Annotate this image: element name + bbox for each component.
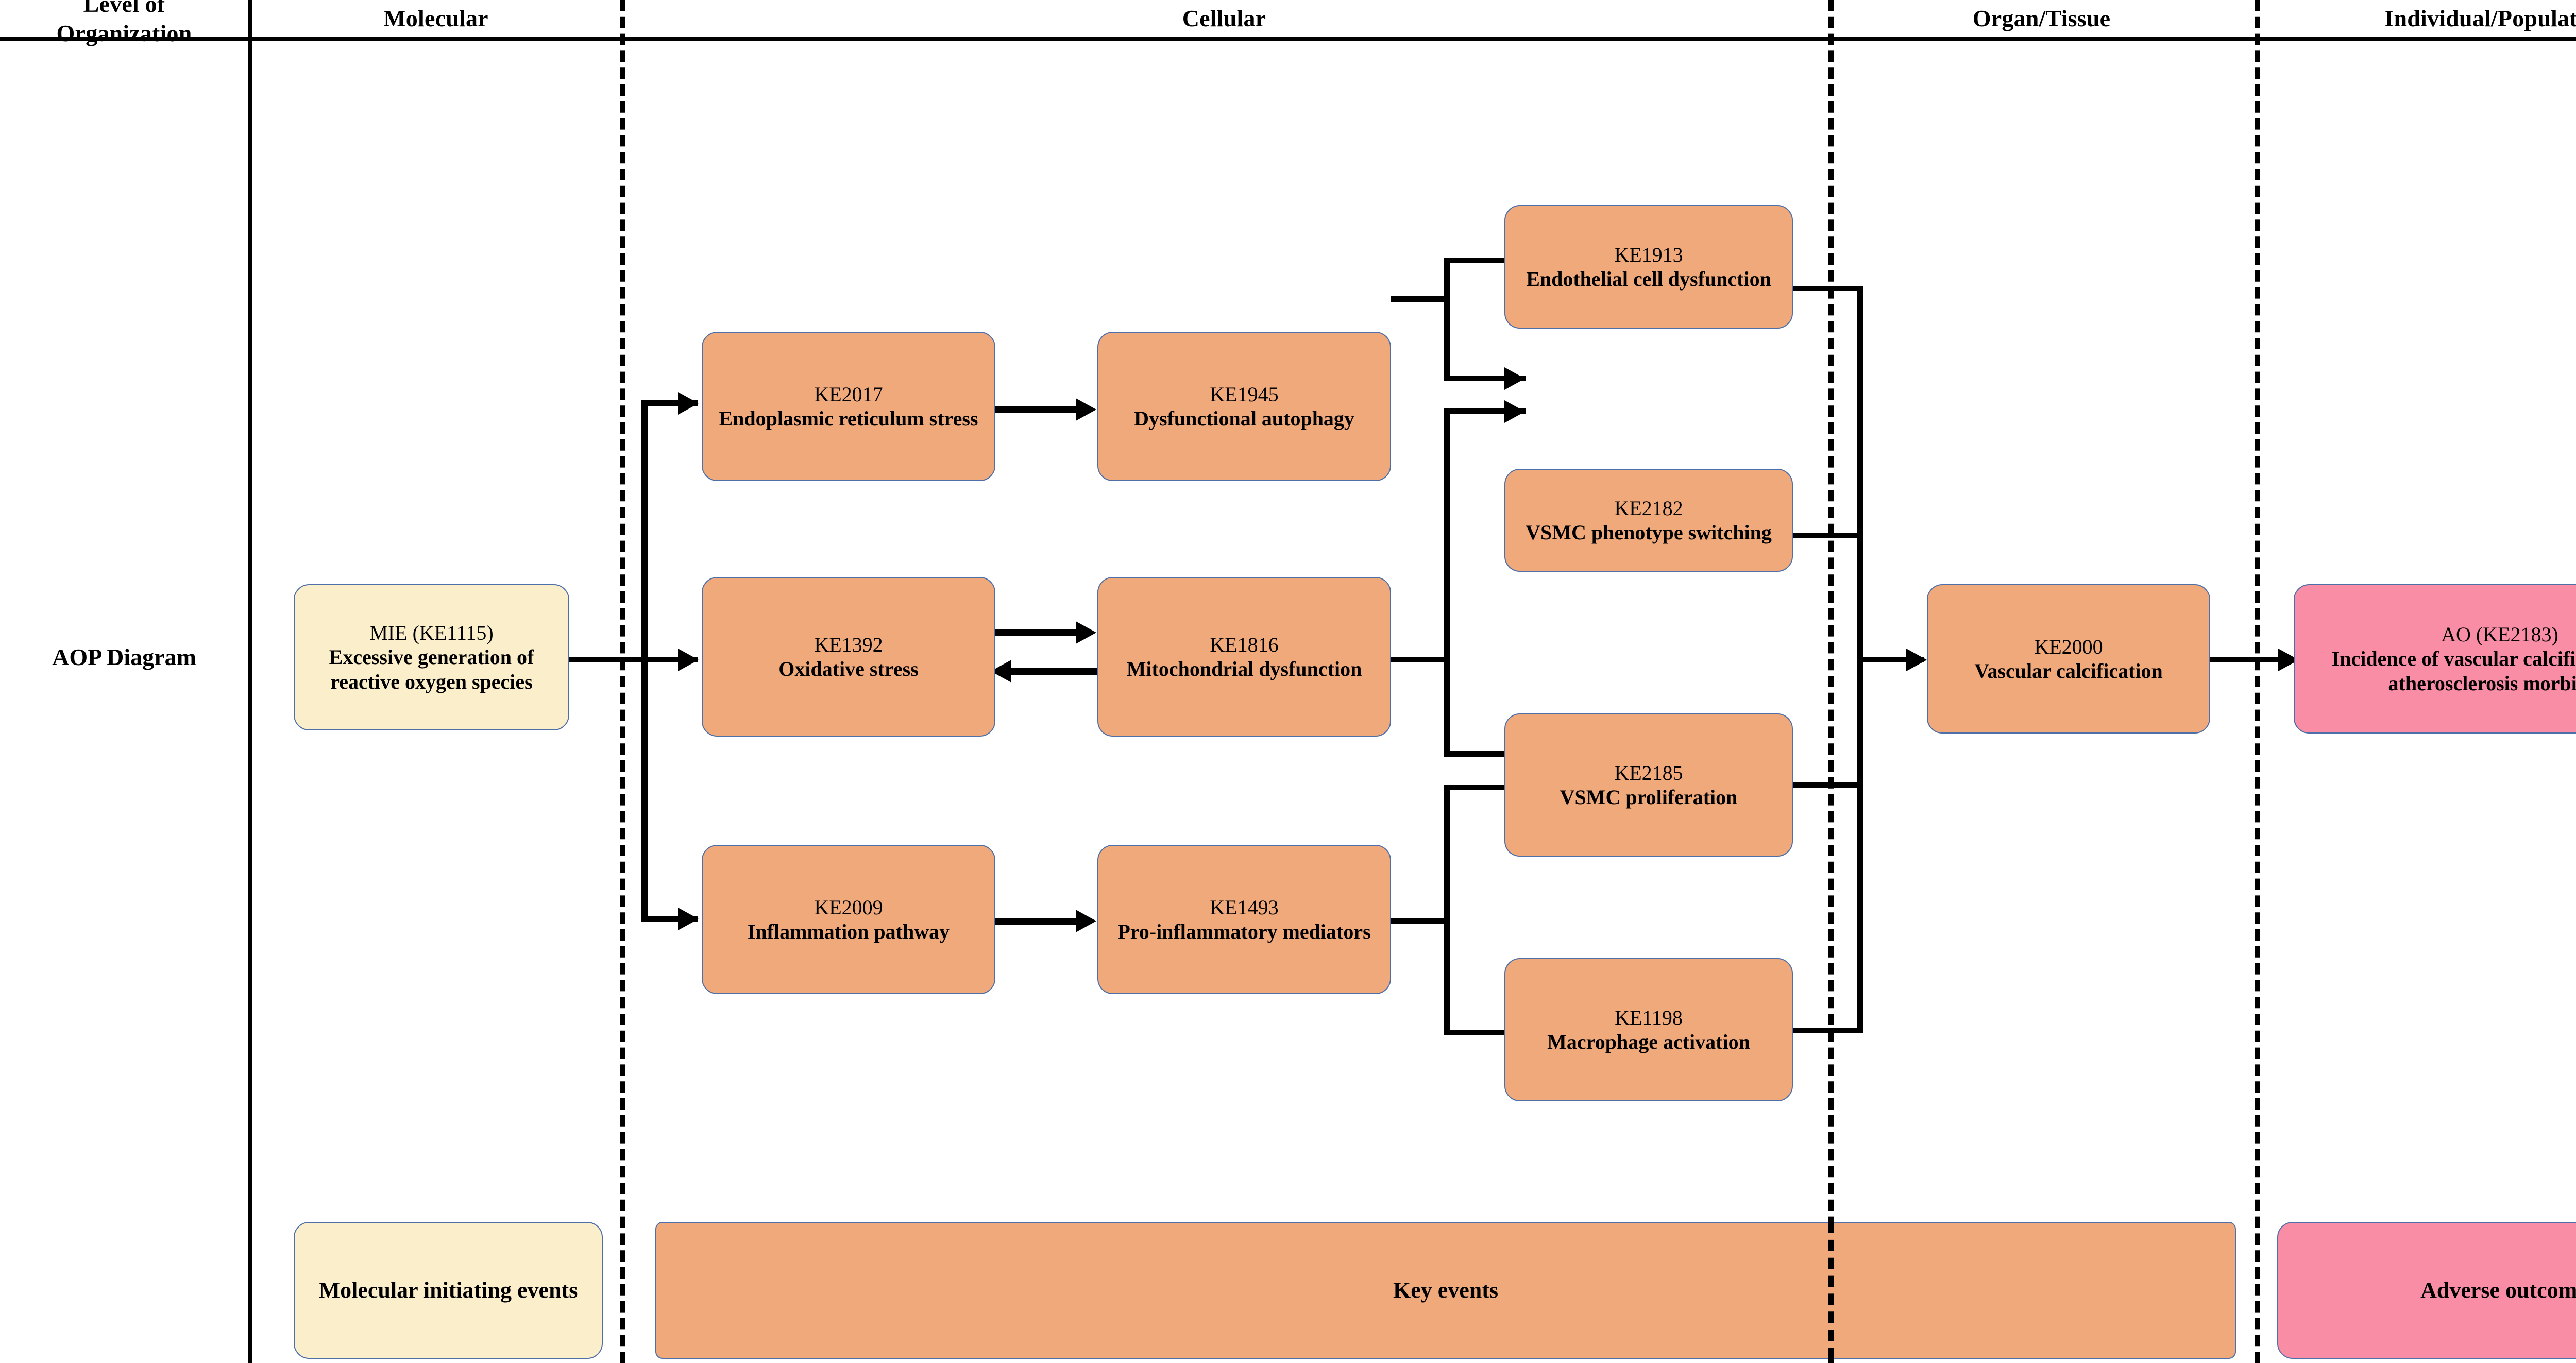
node-ke1816[interactable]: KE1816 Mitochondrial dysfunction <box>1097 577 1391 737</box>
node-ao-ke2183[interactable]: AO (KE2183) Incidence of vascular calcif… <box>2294 584 2576 734</box>
edge-ke1816-ke1392-line <box>1011 668 1099 675</box>
edge-ke1816-vertical-bus <box>1444 408 1450 757</box>
node-ke2017[interactable]: KE2017 Endoplasmic reticulum stress <box>702 332 995 481</box>
edge-ke1816-ke2182-line <box>1444 408 1526 414</box>
edge-ke1816-ke2185-line <box>1444 751 1526 757</box>
node-ke2182[interactable]: KE2182 VSMC phenotype switching <box>1504 469 1793 572</box>
node-ke2009-title: Inflammation pathway <box>747 920 950 943</box>
node-ao-ke2183-id: AO (KE2183) <box>2441 623 2558 646</box>
node-ke1913-id: KE1913 <box>1614 243 1683 266</box>
edge-ke2009-ke1493-line <box>994 918 1082 925</box>
edge-ke2017-ke1945-arrow <box>1076 398 1096 421</box>
node-ke2017-id: KE2017 <box>814 382 883 406</box>
edge-mie-ke1392-arrow <box>678 649 699 671</box>
edge-ke1945-stub <box>1391 296 1448 302</box>
node-ke1392-title: Oxidative stress <box>778 657 919 680</box>
header-divider-line <box>0 37 2576 41</box>
node-ke2182-id: KE2182 <box>1614 496 1683 520</box>
legend-molecular-initiating-events[interactable]: Molecular initiating events <box>294 1222 603 1359</box>
node-ke1198-id: KE1198 <box>1615 1006 1683 1029</box>
column-divider-cellular-organ <box>1828 0 1834 1363</box>
node-ke1198-title: Macrophage activation <box>1547 1030 1750 1053</box>
edge-ke1945-ke2182-arrow <box>1504 367 1525 390</box>
node-ke1945[interactable]: KE1945 Dysfunctional autophagy <box>1097 332 1391 481</box>
node-ke1493[interactable]: KE1493 Pro-inflammatory mediators <box>1097 845 1391 994</box>
node-ke1913-title: Endothelial cell dysfunction <box>1526 267 1771 291</box>
edge-merge-to-ke2000-line <box>1857 657 1924 662</box>
edge-ke1945-ke2182-line <box>1444 376 1526 381</box>
node-ke2009[interactable]: KE2009 Inflammation pathway <box>702 845 995 994</box>
column-divider-cellular-organ-overlay <box>1828 1222 1834 1359</box>
header-column-molecular: Molecular <box>383 5 488 32</box>
edge-ke1392-ke1816-arrow <box>1076 621 1096 644</box>
node-ke1493-title: Pro-inflammatory mediators <box>1117 920 1371 943</box>
row-label-aop-diagram: AOP Diagram <box>52 643 196 670</box>
legend-key-events[interactable]: Key events <box>655 1222 2236 1359</box>
header-column-cellular: Cellular <box>1182 5 1266 32</box>
edge-ke2182-merge-line <box>1793 533 1861 538</box>
edge-ke1945-ke1913-line <box>1444 258 1526 263</box>
edge-ke1816-stub <box>1391 657 1448 662</box>
edge-ke1493-ke1198-line <box>1444 1030 1526 1035</box>
edge-ke2000-ao-line <box>2210 657 2287 662</box>
edge-ke1816-ke2182-arrow <box>1504 400 1525 423</box>
edge-ke1493-stub <box>1391 918 1448 924</box>
edge-ke1493-vertical-bus <box>1444 785 1450 1035</box>
node-ao-ke2183-title: Incidence of vascular calcification and … <box>2331 647 2576 695</box>
edge-ke1913-merge-line <box>1793 286 1861 291</box>
node-ke2017-title: Endoplasmic reticulum stress <box>719 407 978 430</box>
column-divider-molecular-cellular <box>620 0 625 1363</box>
edge-merge-to-ke2000-arrow <box>1906 649 1927 671</box>
edge-mie-ke2017-line <box>641 400 698 406</box>
edge-mie-to-bus <box>569 657 641 662</box>
edge-ke2185-merge-line <box>1793 782 1861 788</box>
edge-ke1945-vertical-bus <box>1444 258 1450 381</box>
node-ke1816-id: KE1816 <box>1210 633 1279 656</box>
header-column-individual: Individual/Population <box>2384 5 2576 32</box>
node-ke1816-title: Mitochondrial dysfunction <box>1126 657 1362 680</box>
node-ke2185-id: KE2185 <box>1614 761 1683 785</box>
edge-mie-ke2009-arrow <box>678 908 699 930</box>
node-ke1392-id: KE1392 <box>814 633 883 656</box>
edge-ke1198-merge-line <box>1793 1028 1861 1033</box>
node-ke1913[interactable]: KE1913 Endothelial cell dysfunction <box>1504 205 1793 329</box>
node-ke2185-title: VSMC proliferation <box>1560 786 1738 809</box>
edge-ke2009-ke1493-arrow <box>1076 910 1096 932</box>
node-mie-ke1115-id: MIE (KE1115) <box>369 621 494 645</box>
row-label-divider-line <box>248 0 252 1363</box>
node-ke2185[interactable]: KE2185 VSMC proliferation <box>1504 713 1793 857</box>
node-ke2000-id: KE2000 <box>2034 635 2103 658</box>
header-row-label: Level of Organization <box>56 0 192 46</box>
column-divider-organ-individual <box>2255 0 2260 1363</box>
legend-adverse-outcome[interactable]: Adverse outcome <box>2277 1222 2576 1359</box>
node-ke1198[interactable]: KE1198 Macrophage activation <box>1504 958 1793 1101</box>
node-ke1392[interactable]: KE1392 Oxidative stress <box>702 577 995 737</box>
node-ke2009-id: KE2009 <box>814 895 883 919</box>
edge-ke1493-ke2185-line <box>1444 785 1526 790</box>
node-ke1945-id: KE1945 <box>1210 382 1279 406</box>
edge-ke2017-ke1945-line <box>994 406 1082 413</box>
node-ke2000[interactable]: KE2000 Vascular calcification <box>1927 584 2210 734</box>
edge-mie-ke2017-arrow <box>678 392 699 415</box>
edge-ke1392-ke1816-line <box>994 629 1082 636</box>
edge-mie-ke1392-line <box>641 657 698 662</box>
node-mie-ke1115-title: Excessive generation of reactive oxygen … <box>329 645 534 693</box>
node-ke2182-title: VSMC phenotype switching <box>1526 521 1772 544</box>
header-column-organ: Organ/Tissue <box>1972 5 2111 32</box>
node-ke1493-id: KE1493 <box>1210 895 1279 919</box>
node-ke1945-title: Dysfunctional autophagy <box>1134 407 1354 430</box>
node-mie-ke1115[interactable]: MIE (KE1115) Excessive generation of rea… <box>294 584 569 730</box>
edge-mie-ke2009-line <box>641 916 698 922</box>
node-ke2000-title: Vascular calcification <box>1974 659 2163 683</box>
